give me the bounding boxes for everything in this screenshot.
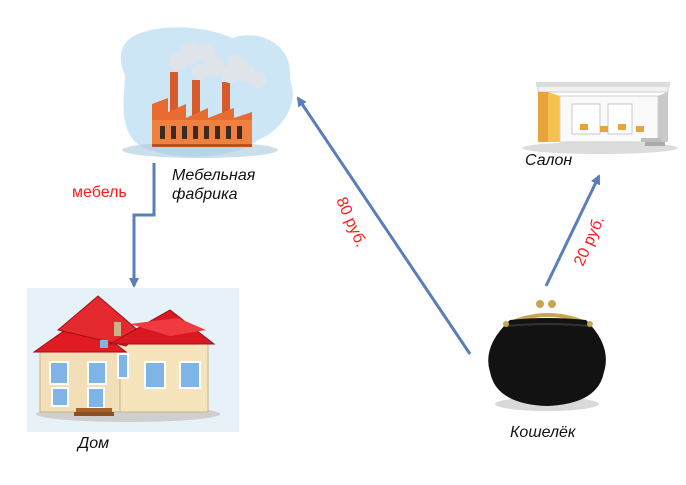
house-label: Дом [78, 435, 110, 452]
edge-payment-factory-arrow [296, 96, 472, 355]
salon-illustration [522, 82, 678, 154]
salon-label: Салон [525, 152, 573, 169]
factory-label: Мебельная фабрика [172, 166, 255, 204]
edge-furniture-arrow [129, 163, 156, 288]
edge-label-furniture: мебель [72, 184, 127, 201]
factory-label-line1: Мебельная [172, 167, 256, 184]
edge-payment-salon-arrow [544, 174, 601, 287]
edge-label-80: 80 руб. [332, 195, 369, 250]
factory-label-line2: фабрика [172, 186, 238, 203]
factory-illustration [120, 27, 293, 158]
wallet-illustration [488, 300, 606, 411]
house-illustration [27, 288, 239, 432]
wallet-label: Кошелёк [510, 424, 576, 441]
